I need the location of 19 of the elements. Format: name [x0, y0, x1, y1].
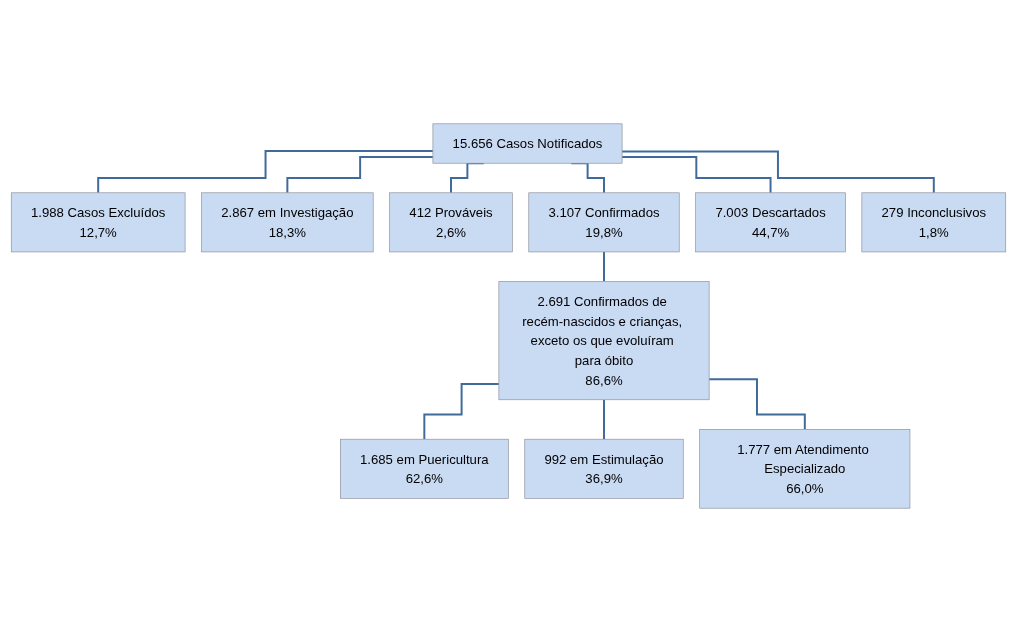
connector — [603, 398, 605, 441]
node-box: 3.107 Confirmados 19,8% — [528, 192, 680, 253]
connector — [286, 156, 434, 194]
connector — [423, 382, 500, 441]
node-box: 1.685 em Puericultura 62,6% — [340, 438, 509, 499]
node-box: 1.777 em Atendimento Especializado 66,0% — [699, 429, 911, 509]
connector — [97, 150, 434, 194]
connector — [621, 150, 935, 194]
node-box: 412 Prováveis 2,6% — [389, 192, 513, 253]
node-box: 2.691 Confirmados de recém-nascidos e crianças, exceto os que evoluíram para óbito 86,6% — [498, 281, 710, 401]
node-box: 15.656 Casos Notificados — [432, 123, 623, 164]
connector — [621, 155, 772, 194]
connector — [603, 250, 605, 283]
node-box: 2.867 em Investigação 18,3% — [201, 192, 374, 253]
node-box: 992 em Estimulação 36,9% — [524, 438, 684, 499]
node-box: 1.988 Casos Excluídos 12,7% — [10, 192, 186, 253]
connector — [708, 378, 806, 431]
node-box: 7.003 Descartados 44,7% — [695, 192, 846, 253]
node-box: 279 Inconclusivos 1,8% — [861, 192, 1007, 253]
